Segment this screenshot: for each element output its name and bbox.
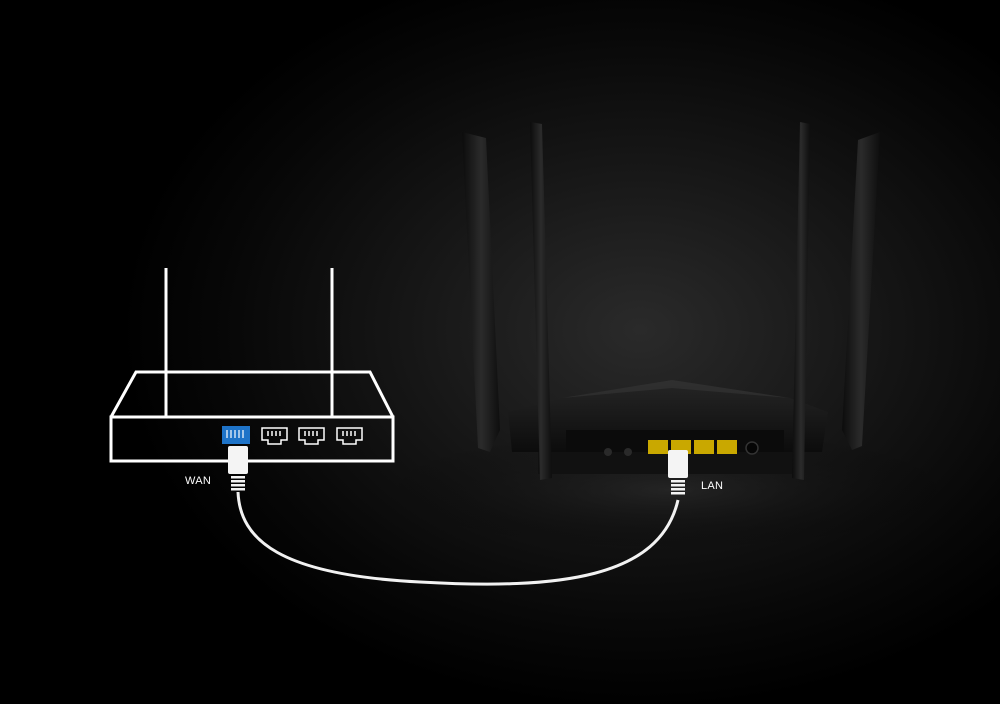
rj45-plug-icon xyxy=(228,446,248,491)
lan-ports-outline xyxy=(261,427,363,445)
lan-label: LAN xyxy=(701,480,724,492)
rj45-plug-icon xyxy=(668,450,688,495)
ethernet-port-icon xyxy=(648,440,668,454)
router-front-outline xyxy=(109,415,395,463)
ethernet-port-icon xyxy=(298,427,325,445)
antenna-inner-left xyxy=(530,122,552,480)
floor-shadow xyxy=(380,430,960,550)
antenna-far-right xyxy=(842,132,880,450)
power-jack-icon xyxy=(745,441,759,455)
wan-label: WAN xyxy=(185,475,212,487)
router-top-outline xyxy=(109,370,395,418)
antenna-inner-right xyxy=(792,122,810,480)
wan-port-icon xyxy=(222,426,250,444)
ethernet-port-icon xyxy=(694,440,714,454)
ethernet-port-icon xyxy=(261,427,288,445)
reset-button xyxy=(604,448,612,456)
ethernet-cable xyxy=(236,491,680,586)
antenna-far-left xyxy=(462,132,500,452)
wps-button xyxy=(624,448,632,456)
ethernet-port-icon xyxy=(717,440,737,454)
router-outline-icon xyxy=(109,268,395,463)
router-photo xyxy=(462,122,880,480)
ethernet-port-icon xyxy=(336,427,363,445)
